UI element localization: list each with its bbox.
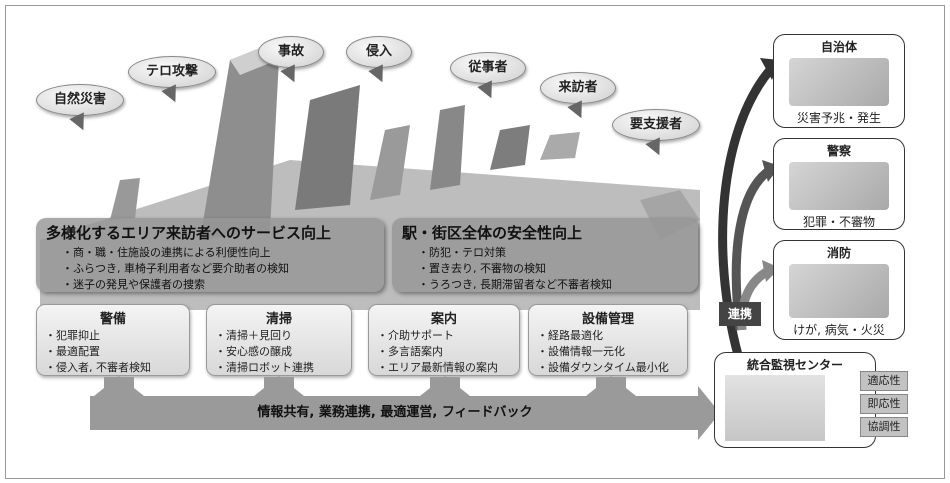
agency-police: 警察犯罪・不審物: [773, 138, 905, 230]
list-item: 設備情報一元化: [537, 344, 679, 360]
list-item: 安心感の醸成: [215, 344, 343, 360]
agency-title: 警察: [826, 144, 851, 158]
task-guidance: 案内介助サポート多言語案内エリア最新情報の案内: [368, 304, 520, 376]
list-item: ふらつき, 車椅子利用者など要介助者の検知: [46, 261, 374, 277]
task-title: 設備管理: [581, 312, 634, 327]
tag-adaptability: 適応性: [860, 371, 908, 391]
tag-cooperativeness: 協調性: [860, 417, 908, 437]
task-title: 清掃: [265, 312, 292, 327]
task-title: 警備: [99, 312, 126, 327]
agency-title: 消防: [826, 246, 851, 260]
office-illustration: [789, 58, 889, 106]
agency-municipality: 自治体災害予兆・発生: [773, 34, 905, 128]
police-illustration: [789, 162, 889, 210]
service-improvement-box: 多様化するエリア来訪者へのサービス向上 商・職・住施設の連携による利便性向上ふら…: [36, 218, 384, 292]
threat-bubble: 自然災害: [36, 84, 124, 134]
list-item: 置き去り, 不審物の検知: [402, 261, 688, 277]
integrated-monitoring-center: 統合監視センター: [714, 352, 876, 448]
threat-bubble: 要支援者: [612, 109, 700, 159]
threat-label: 要支援者: [629, 117, 682, 132]
box-title: 多様化するエリア来訪者へのサービス向上: [46, 224, 332, 242]
list-item: 商・職・住施設の連携による利便性向上: [46, 245, 374, 261]
threat-label: 事故: [277, 44, 304, 59]
task-cleaning: 清掃清掃＋見回り安心感の醸成清掃ロボット連携: [206, 304, 352, 376]
list-item: 清掃＋見回り: [215, 328, 343, 344]
list-item: 清掃ロボット連携: [215, 360, 343, 376]
task-security: 警備犯罪抑止最適配置侵入者, 不審者検知: [36, 304, 190, 376]
box-title: 駅・街区全体の安全性向上: [402, 224, 583, 242]
threat-label: 来訪者: [558, 80, 598, 95]
list-item: 設備ダウンタイム最小化: [537, 360, 679, 376]
list-item: 経路最適化: [537, 328, 679, 344]
arrow-up-icon: [254, 376, 304, 396]
threat-label: テロ攻撃: [145, 64, 198, 79]
arrow-up-icon: [586, 376, 636, 396]
tag-responsiveness: 即応性: [860, 394, 908, 414]
threat-bubble: テロ攻撃: [128, 56, 216, 106]
center-title: 統合監視センター: [746, 358, 843, 372]
agency-caption: 犯罪・不審物: [802, 215, 875, 229]
flow-label: 情報共有, 業務連携, 最適運営, フィードバック: [257, 405, 533, 420]
fire-station-illustration: [789, 264, 889, 318]
list-item: うろつき, 長期滞留者など不審者検知: [402, 277, 688, 293]
agency-caption: 災害予兆・発生: [796, 111, 881, 125]
list-item: 犯罪抑止: [45, 328, 181, 344]
flow-arrow-bar: [90, 396, 700, 430]
control-room-illustration: [725, 375, 825, 441]
list-item: 侵入者, 不審者検知: [45, 360, 181, 376]
threat-bubble: 来訪者: [540, 72, 616, 122]
agency-caption: けが, 病気・火災: [793, 323, 885, 337]
arrow-up-icon: [420, 376, 470, 396]
list-item: 介助サポート: [377, 328, 511, 344]
list-item: 迷子の発見や保護者の捜索: [46, 277, 374, 293]
threat-bubble: 従事者: [450, 52, 526, 102]
task-facility-management: 設備管理経路最適化設備情報一元化設備ダウンタイム最小化: [528, 304, 688, 376]
link-label: 連携: [719, 302, 761, 326]
threat-label: 自然災害: [53, 92, 106, 107]
threat-bubble: 侵入: [346, 36, 412, 86]
threat-bubble: 事故: [258, 36, 324, 86]
safety-improvement-box: 駅・街区全体の安全性向上 防犯・テロ対策置き去り, 不審物の検知うろつき, 長期…: [392, 218, 698, 292]
threat-label: 侵入: [365, 44, 392, 59]
threat-label: 従事者: [468, 60, 508, 75]
agency-fire-department: 消防けが, 病気・火災: [773, 240, 905, 340]
list-item: 防犯・テロ対策: [402, 245, 688, 261]
list-item: 最適配置: [45, 344, 181, 360]
diagram-frame: [5, 5, 945, 479]
task-title: 案内: [430, 312, 457, 327]
list-item: 多言語案内: [377, 344, 511, 360]
list-item: エリア最新情報の案内: [377, 360, 511, 376]
arrow-up-icon: [94, 376, 144, 396]
agency-title: 自治体: [820, 40, 857, 54]
